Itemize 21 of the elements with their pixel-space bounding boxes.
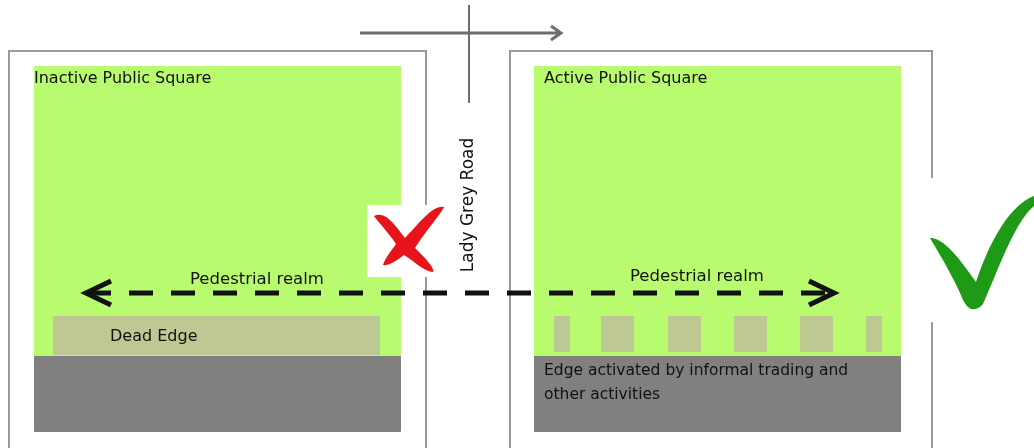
edge-description: Edge activated by informal trading and other activities (544, 360, 850, 405)
edge-strip (601, 316, 634, 352)
route-label: Pedestrial realm (190, 268, 324, 290)
strip-label: Dead Edge (110, 325, 198, 347)
street-band (34, 356, 401, 432)
site-frame (8, 50, 427, 448)
square-title: Inactive Public Square (34, 67, 212, 89)
edge-strip (53, 316, 380, 355)
public-square-area (534, 66, 901, 356)
site-frame (509, 50, 933, 448)
edge-strip (800, 316, 833, 352)
edge-strip (866, 316, 882, 352)
edge-strip (668, 316, 701, 352)
edge-strip (734, 316, 767, 352)
edge-strip (554, 316, 570, 352)
pedestrian-route-arrow (83, 278, 837, 308)
route-label: Pedestrial realm (630, 265, 764, 287)
road-name: Lady Grey Road (456, 137, 478, 273)
street-band (534, 356, 901, 432)
square-title: Active Public Square (543, 67, 708, 89)
public-square-area (34, 66, 401, 356)
